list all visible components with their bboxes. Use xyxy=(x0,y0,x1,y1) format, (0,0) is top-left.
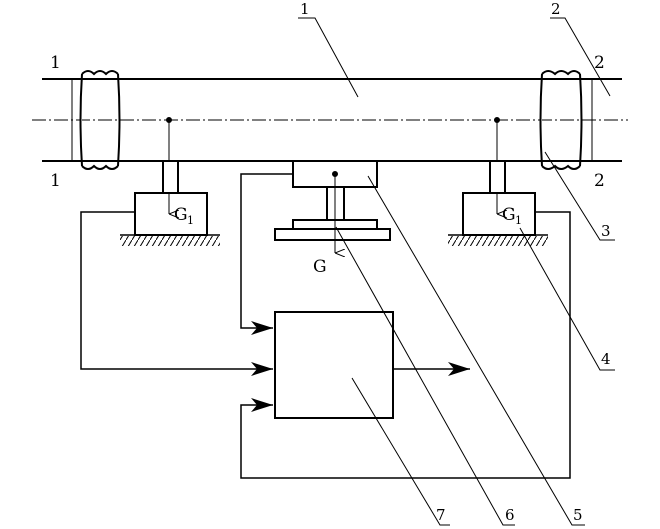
section-planes xyxy=(71,79,593,161)
section-label-left-top: 1 xyxy=(50,53,61,73)
right-support-post xyxy=(489,160,506,194)
left-coupling xyxy=(79,70,121,170)
left-support-post xyxy=(162,160,179,194)
callout-3: 3 xyxy=(601,222,611,240)
right-signal-line xyxy=(240,211,571,479)
center-signal-line xyxy=(240,173,293,335)
leader-7 xyxy=(351,377,450,526)
processing-unit xyxy=(274,311,394,419)
right-load-cell xyxy=(462,192,536,236)
callout-5: 5 xyxy=(573,506,583,524)
callout-2: 2 xyxy=(551,0,561,18)
leader-2 xyxy=(550,17,611,97)
center-sensor-base xyxy=(274,228,391,241)
left-support xyxy=(120,117,220,246)
section-label-right-top: 2 xyxy=(594,53,605,73)
center-sensor xyxy=(274,160,391,253)
right-coupling xyxy=(539,70,583,170)
left-load-cell xyxy=(134,192,208,236)
pipe xyxy=(32,78,628,162)
right-support xyxy=(448,117,548,246)
leader-1 xyxy=(298,17,359,98)
force-label-right: G xyxy=(502,205,516,225)
force-label-left: G xyxy=(174,205,188,225)
leader-6 xyxy=(335,226,515,526)
leader-4 xyxy=(519,227,615,371)
left-signal-line xyxy=(80,211,273,376)
force-label-center: G xyxy=(313,257,327,277)
force-label-right-sub: 1 xyxy=(515,214,522,227)
signal-lines xyxy=(80,173,571,479)
callout-6: 6 xyxy=(505,506,515,524)
callout-7: 7 xyxy=(436,506,446,524)
section-label-right-bottom: 2 xyxy=(594,171,605,191)
leader-lines xyxy=(298,17,615,526)
force-label-left-sub: 1 xyxy=(187,214,194,227)
callout-4: 4 xyxy=(601,350,611,368)
leader-3 xyxy=(544,151,615,241)
section-label-left-bottom: 1 xyxy=(50,171,61,191)
callout-1: 1 xyxy=(300,0,310,18)
leader-5 xyxy=(367,175,585,526)
